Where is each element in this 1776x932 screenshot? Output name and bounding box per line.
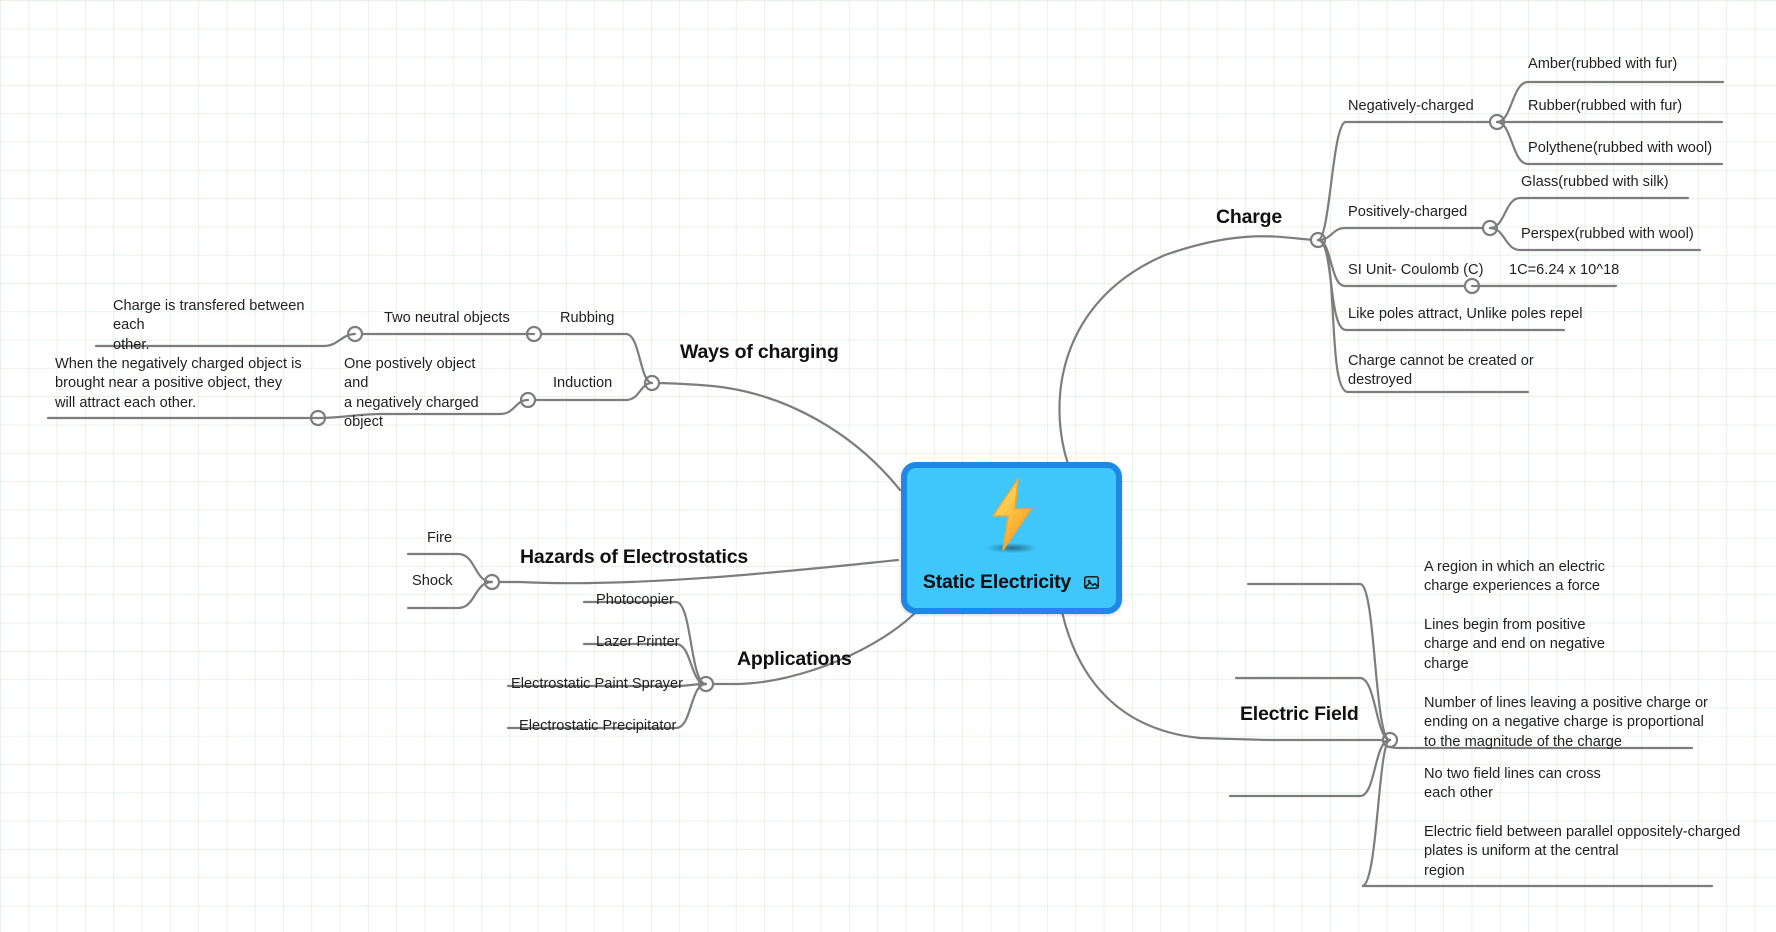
leaf-rubber[interactable]: Rubber(rubbed with fur) <box>1528 98 1683 114</box>
node-field-lines-count[interactable]: Number of lines leaving a positive charg… <box>1424 695 1708 750</box>
node-induction[interactable]: Induction <box>553 375 613 391</box>
lightning-bolt-icon <box>907 476 1116 554</box>
node-field-lines-direction[interactable]: Lines begin from positive charge and end… <box>1424 617 1605 672</box>
node-two-neutral-objects[interactable]: Two neutral objects <box>384 310 510 326</box>
node-rubbing[interactable]: Rubbing <box>560 310 615 326</box>
node-uniform-field[interactable]: Electric field between parallel opposite… <box>1424 824 1741 879</box>
branch-label-electric-field[interactable]: Electric Field <box>1240 703 1359 725</box>
leaf-precipitator[interactable]: Electrostatic Precipitator <box>519 718 677 734</box>
leaf-glass[interactable]: Glass(rubbed with silk) <box>1521 174 1669 190</box>
node-negatively-charged[interactable]: Negatively-charged <box>1348 98 1474 114</box>
note-charge-transfer[interactable]: Charge is transfered between each other. <box>113 298 305 353</box>
branch-label-charge[interactable]: Charge <box>1216 206 1282 228</box>
branch-label-applications[interactable]: Applications <box>737 648 852 670</box>
branch-label-ways-of-charging[interactable]: Ways of charging <box>680 341 839 363</box>
node-si-unit[interactable]: SI Unit- Coulomb (C) <box>1348 262 1484 278</box>
leaf-paint-sprayer[interactable]: Electrostatic Paint Sprayer <box>511 676 683 692</box>
leaf-coulomb-value[interactable]: 1C=6.24 x 10^18 <box>1509 262 1620 278</box>
node-charge-conservation[interactable]: Charge cannot be created or destroyed <box>1348 353 1534 389</box>
node-field-definition[interactable]: A region in which an electric charge exp… <box>1424 559 1605 595</box>
leaf-lazer-printer[interactable]: Lazer Printer <box>596 634 680 650</box>
leaf-amber[interactable]: Amber(rubbed with fur) <box>1528 56 1678 72</box>
central-node-title: Static Electricity <box>922 571 1072 593</box>
node-positively-charged[interactable]: Positively-charged <box>1348 204 1468 220</box>
image-icon[interactable] <box>1083 574 1100 591</box>
leaf-shock[interactable]: Shock <box>412 573 453 589</box>
note-attraction[interactable]: When the negatively charged object is br… <box>55 356 302 411</box>
leaf-photocopier[interactable]: Photocopier <box>596 592 674 608</box>
node-like-poles[interactable]: Like poles attract, Unlike poles repel <box>1348 306 1583 322</box>
leaf-perspex[interactable]: Perspex(rubbed with wool) <box>1521 226 1694 242</box>
branch-label-hazards[interactable]: Hazards of Electrostatics <box>520 546 749 568</box>
node-field-lines-no-cross[interactable]: No two field lines can cross each other <box>1424 766 1601 802</box>
node-one-positive-one-negative[interactable]: One postively object and a negatively ch… <box>344 356 479 431</box>
leaf-polythene[interactable]: Polythene(rubbed with wool) <box>1528 140 1713 156</box>
central-node[interactable]: Static Electricity <box>901 462 1122 614</box>
leaf-fire[interactable]: Fire <box>427 530 453 546</box>
